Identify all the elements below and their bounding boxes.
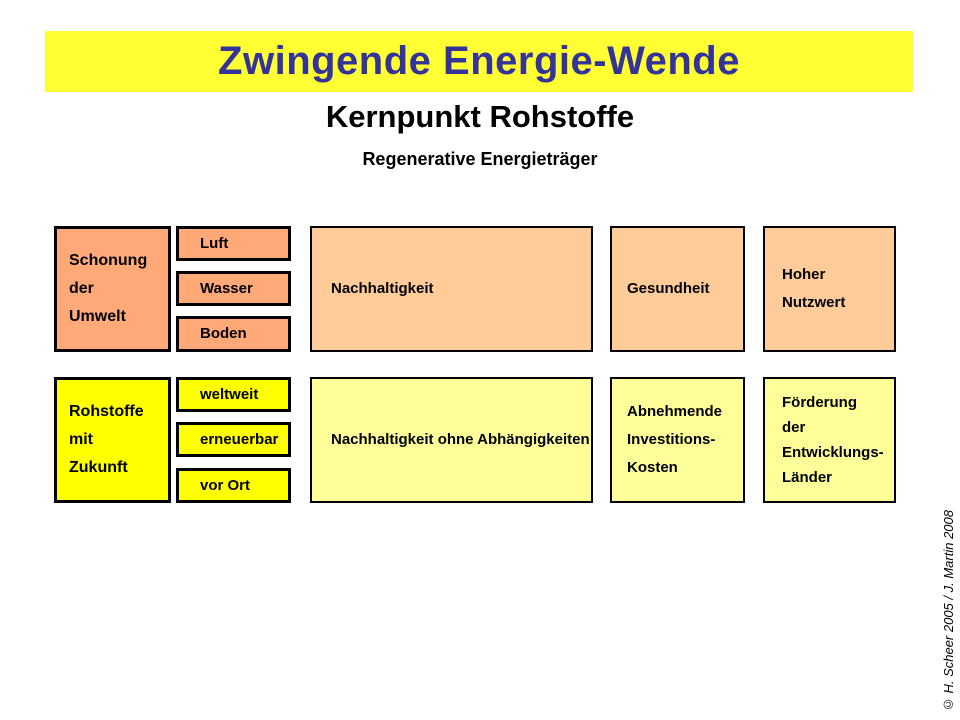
text-line: Nachhaltigkeit ohne Abhängigkeiten — [331, 431, 590, 448]
text-line: Investitions- — [627, 431, 716, 448]
nutzwert-panel: Hoher Nutzwert — [763, 226, 896, 352]
text-line: Kosten — [627, 459, 678, 476]
text-line: Abnehmende — [627, 403, 723, 420]
text-line: weltweit — [200, 385, 259, 403]
text-line: Wasser — [200, 279, 253, 297]
text-line: Entwicklungs- — [782, 444, 884, 461]
section-heading: Regenerative Energieträger — [362, 149, 598, 169]
text-line: der — [69, 280, 94, 297]
gesundheit-panel: Gesundheit — [610, 226, 745, 352]
abhaengigkeiten-panel: Nachhaltigkeit ohne Abhängigkeiten — [310, 377, 593, 503]
nachhaltigkeit-panel: Nachhaltigkeit — [310, 226, 593, 352]
text-line: Umwelt — [69, 308, 126, 325]
text-line: Zukunft — [69, 459, 128, 476]
text-line: mit — [69, 431, 93, 448]
vor-ort-tag: vor Ort — [176, 468, 291, 503]
copyright-notice: © H. Scheer 2005 / J. Martin 2008 — [941, 509, 956, 712]
erneuerbar-tag: erneuerbar — [176, 422, 291, 457]
text-line: Rohstoffe — [69, 403, 144, 420]
text-line: Nutzwert — [782, 294, 846, 311]
text-line: vor Ort — [200, 476, 251, 494]
wasser-tag: Wasser — [176, 271, 291, 306]
text-line: Gesundheit — [627, 280, 710, 297]
text-line: der — [782, 419, 806, 436]
text-line: Boden — [200, 325, 247, 342]
weltweit-tag: weltweit — [176, 377, 291, 412]
text-line: Hoher — [782, 266, 826, 283]
rohstoffe-box: Rohstoffe mit Zukunft — [54, 377, 171, 503]
text-line: erneuerbar — [200, 430, 279, 448]
subtitle: Kernpunkt Rohstoffe — [325, 99, 635, 134]
text-line: Förderung — [782, 394, 857, 411]
text-line: Luft — [200, 234, 229, 252]
luft-tag: Luft — [176, 226, 291, 261]
investitionskosten-panel: Abnehmende Investitions- Kosten — [610, 377, 745, 503]
text-line: Nachhaltigkeit — [331, 280, 434, 297]
entwicklungslaender-panel: Förderung der Entwicklungs- Länder — [763, 377, 896, 503]
text-line: Länder — [782, 469, 833, 486]
slide-title: Zwingende Energie-Wende — [218, 39, 740, 83]
text-line: Schonung — [69, 252, 148, 269]
boden-tag: Boden — [176, 316, 291, 352]
schonung-box: Schonung der Umwelt — [54, 226, 171, 352]
title-banner: Zwingende Energie-Wende — [45, 31, 913, 92]
